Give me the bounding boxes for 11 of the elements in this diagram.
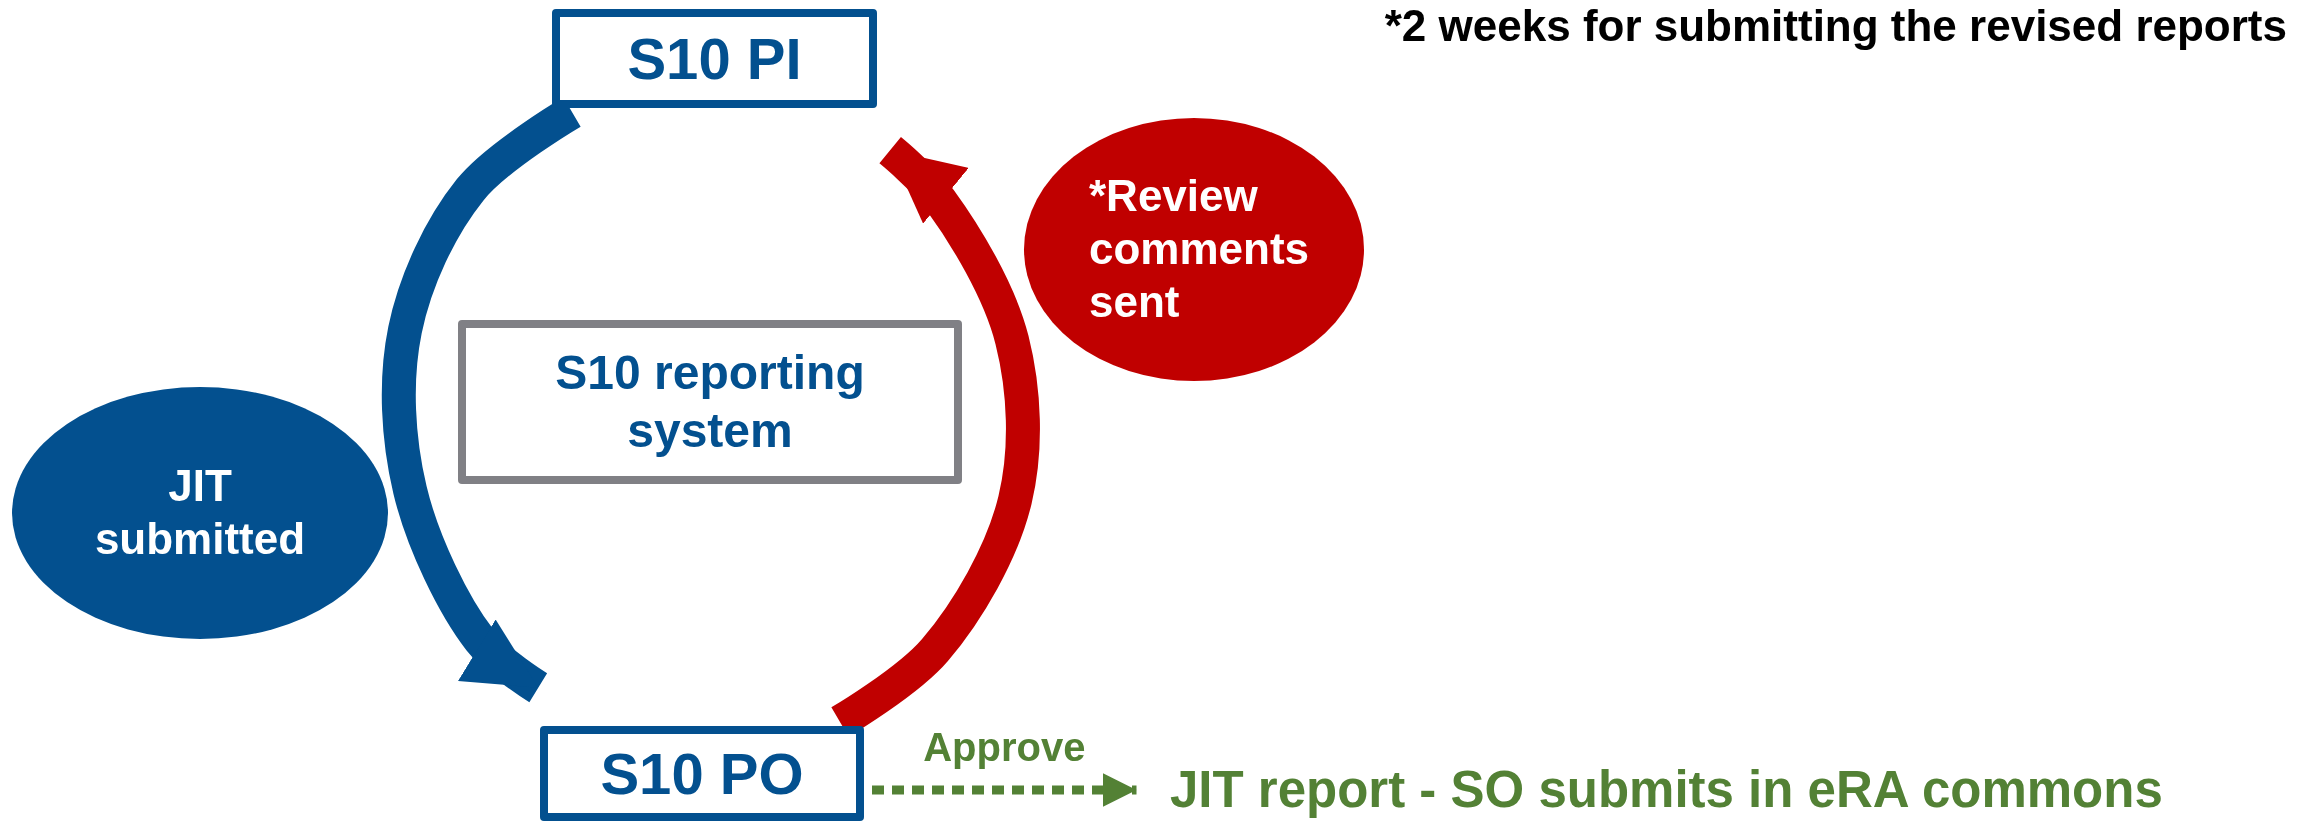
role-box [552, 9, 877, 108]
system-box [458, 320, 962, 484]
node-label: *Review comments sent [1089, 170, 1311, 328]
outcome-text: JIT report - SO submits in eRA commons [1170, 760, 2163, 821]
node-label: S10 PI [627, 24, 802, 93]
dotted-arrow [872, 773, 1137, 807]
node-label: S10 reporting system [554, 345, 866, 459]
node-label: JIT submitted [93, 460, 307, 565]
footnote: *2 weeks for submitting the revised reports [1384, 0, 2287, 52]
node-label: S10 PO [600, 739, 804, 808]
role-box [540, 726, 864, 821]
